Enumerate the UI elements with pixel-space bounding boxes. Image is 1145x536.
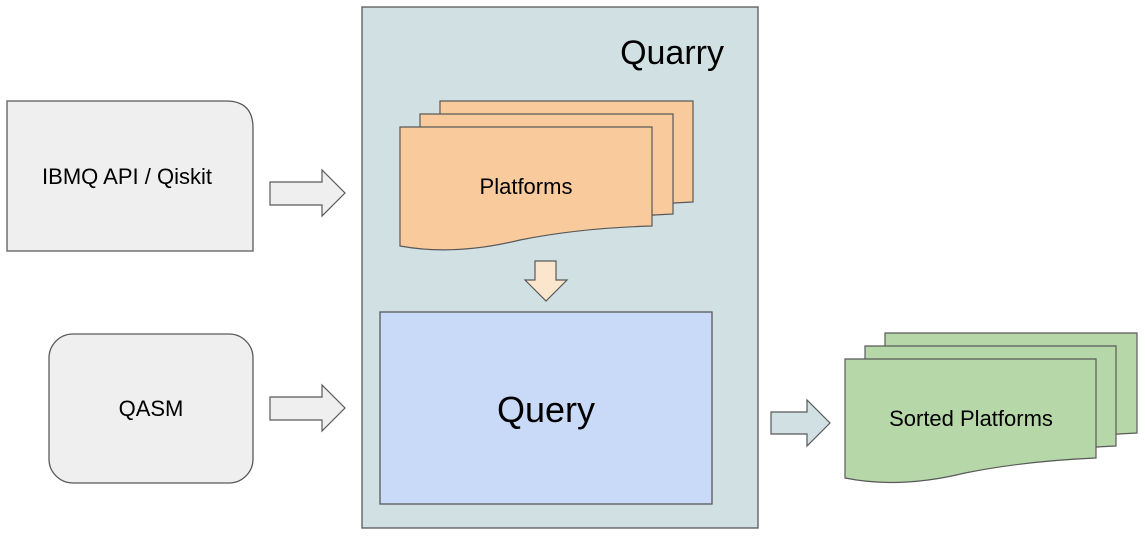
qasm-input-node: QASM xyxy=(48,333,254,484)
platforms-to-query-arrow xyxy=(523,260,569,302)
qasm-input-label: QASM xyxy=(119,396,184,421)
sorted-platforms-document-front xyxy=(844,358,1097,484)
qasm-to-quarry-arrow xyxy=(269,383,346,433)
platforms-label: Platforms xyxy=(480,174,573,199)
platforms-document-front xyxy=(399,126,653,251)
ibmq-input-box xyxy=(6,100,254,252)
query-label: Query xyxy=(497,389,595,430)
ibmq-input-node: IBMQ API / Qiskit xyxy=(6,100,254,252)
sorted-platforms-document-stack: Sorted Platforms xyxy=(844,332,1138,484)
ibmq-input-label: IBMQ API / Qiskit xyxy=(42,164,212,189)
query-node: Query xyxy=(379,311,713,505)
sorted-platforms-label: Sorted Platforms xyxy=(889,406,1053,431)
quarry-to-output-arrow xyxy=(770,398,831,448)
quarry-title: Quarry xyxy=(620,34,724,72)
qasm-input-box xyxy=(48,333,254,484)
platforms-document-stack: Platforms xyxy=(399,100,694,251)
ibmq-to-quarry-arrow xyxy=(269,168,346,218)
query-box xyxy=(379,311,713,505)
